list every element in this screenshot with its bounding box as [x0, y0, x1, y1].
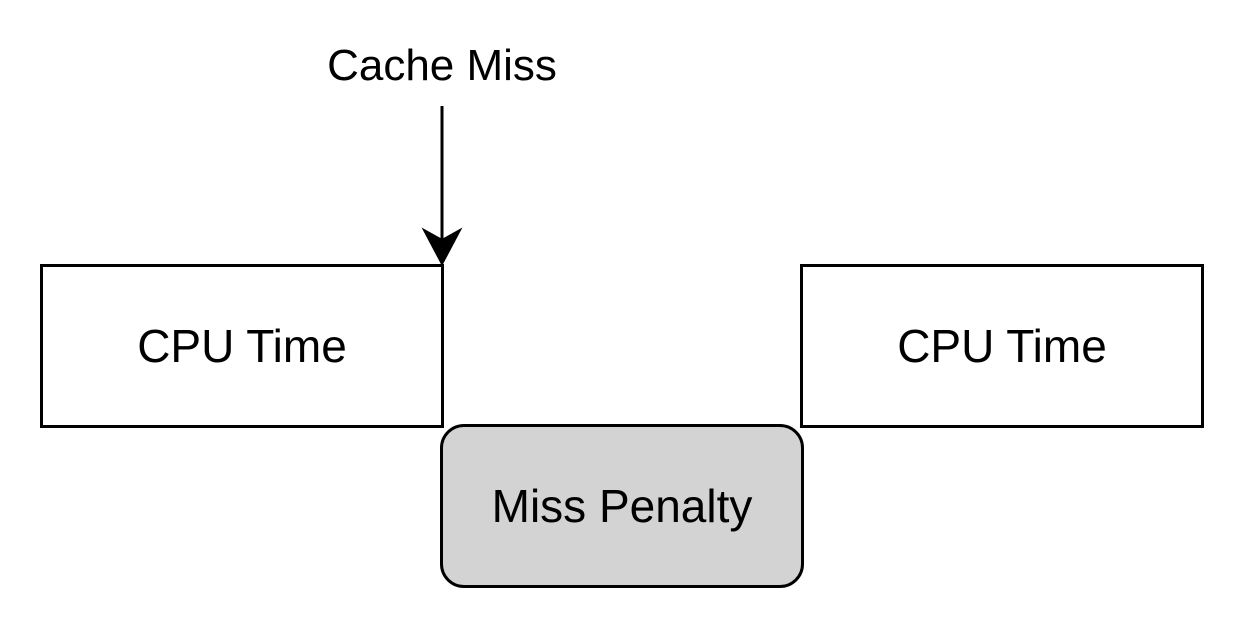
- cache-miss-label: Cache Miss: [327, 41, 557, 90]
- miss-penalty-label: Miss Penalty: [491, 480, 753, 532]
- miss-penalty-box: Miss Penalty: [440, 424, 804, 588]
- cpu-time-box-right: CPU Time: [800, 264, 1204, 428]
- cpu-time-label-right: CPU Time: [897, 320, 1107, 372]
- cache-miss-arrow-head: [421, 227, 463, 267]
- cpu-time-box-left: CPU Time: [40, 264, 444, 428]
- cpu-time-label-left: CPU Time: [137, 320, 347, 372]
